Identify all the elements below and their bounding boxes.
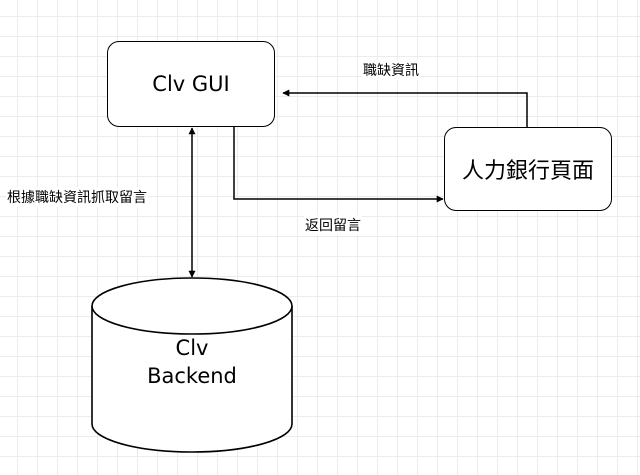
node-clv-backend-line2: Backend [147, 364, 237, 388]
cylinder-top [91, 277, 293, 335]
node-clv-backend-label: Clv Backend [92, 334, 292, 390]
database-cylinder [91, 277, 293, 453]
edge-bank-to-gui [282, 89, 528, 127]
node-clv-gui[interactable]: Clv GUI [107, 41, 275, 127]
node-job-bank-page-label: 人力銀行頁面 [461, 159, 594, 184]
node-job-bank-page[interactable]: 人力銀行頁面 [444, 127, 612, 211]
edge-label-fetch-comments: 根據職缺資訊抓取留言 [6, 187, 148, 207]
node-clv-gui-label: Clv GUI [152, 72, 230, 96]
edge-gui-to-bank [233, 127, 444, 203]
cylinder-body [91, 306, 293, 453]
node-clv-backend-line1: Clv [175, 336, 209, 360]
edge-label-job-info: 職缺資訊 [362, 60, 420, 80]
edge-label-return-comments: 返回留言 [304, 215, 362, 235]
